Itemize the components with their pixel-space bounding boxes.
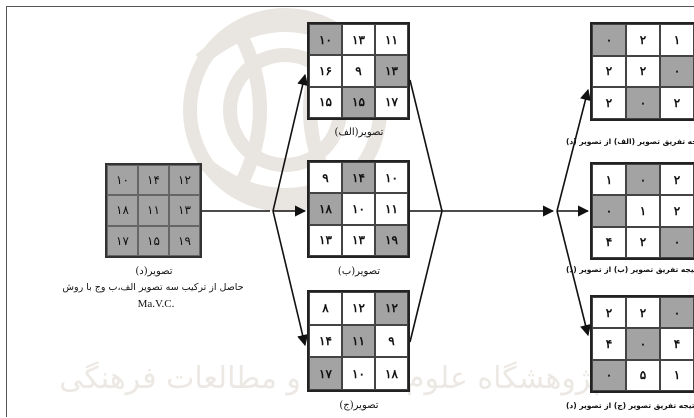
image-be-cell-r3c2: ۱۳ [342,224,375,256]
figure-frame [6,6,694,417]
image-jim-cell-r1c3: ۱۲ [375,292,408,325]
result-diff-be-cell-r2c2: ۱ [626,195,660,227]
result-diff-alef-cell-r2c1: ۲ [592,55,626,88]
result-diff-alef-cell-r1c3: ۱ [660,24,694,56]
result-diff-jim-cell-r1c3: ۰ [660,297,694,329]
result-diff-alef-cell-r3c3: ۲ [660,87,694,119]
image-be-cell-r1c1: ۹ [309,162,342,194]
result-diff-alef-cell-r1c2: ۲ [626,24,660,56]
image-be-cell-r2c1: ۱۸ [309,193,342,225]
image-be-cell-r1c2: ۱۴ [342,162,375,194]
image-alef-cell-r2c1: ۱۶ [309,55,342,87]
result-diff-be-cell-r2c3: ۲ [660,195,694,227]
result-diff-jim-cell-r1c2: ۲ [626,297,660,329]
image-jim-cell-r2c3: ۹ [375,324,408,358]
result-diff-jim-cell-r2c1: ۴ [592,328,626,360]
image-alef-cell-r1c2: ۱۳ [342,24,375,56]
source-cell-r2c1: ۱۸ [107,195,138,226]
image-be-cell-r2c2: ۱۰ [342,193,375,225]
result-diff-be-cell-r2c1: ۰ [592,195,626,227]
result-jim-caption: نتیجه تفریق تصویر (ج) از تصویر (د) [566,401,694,410]
method-label: Ma.V.C. [137,298,175,310]
source-cell-r1c3: ۱۲ [169,165,200,196]
result-diff-jim-cell-r2c3: ۴ [660,328,694,360]
result-diff-alef-cell-r2c3: ۰ [660,55,694,88]
image-alef-cell-r1c3: ۱۱ [375,24,408,56]
image-alef-cell-r2c3: ۱۳ [375,55,408,87]
result-diff-be-cell-r1c2: ۰ [626,164,660,196]
image-jim-cell-r1c2: ۱۲ [342,292,375,325]
image-be-cell-r3c1: ۱۳ [309,224,342,256]
result-diff-alef-cell-r3c1: ۲ [592,87,626,119]
result-diff-jim-cell-r1c1: ۲ [592,297,626,329]
image-alef-cell-r2c2: ۹ [342,55,375,87]
result-diff-jim-cell-r3c3: ۱ [660,359,694,391]
result-diff-jim-cell-r3c2: ۵ [626,359,660,391]
source-cell-r3c1: ۱۷ [107,225,138,256]
image-jim-cell-r3c1: ۱۷ [309,357,342,390]
image-jim-cell-r2c2: ۱۱ [342,324,375,358]
result-diff-alef-cell-r3c2: ۰ [626,87,660,119]
result-diff-jim-cell-r2c2: ۰ [626,328,660,360]
source-cell-r2c2: ۱۱ [138,195,169,226]
result-diff-jim-cell-r3c1: ۰ [592,359,626,391]
source-note: حاصل از ترکیب سه تصویر الف،ب وج با روش [62,282,244,293]
image-jim-cell-r2c1: ۱۴ [309,324,342,358]
image-be-cell-r3c3: ۱۹ [375,224,408,256]
image-be-cell-r2c3: ۱۱ [375,193,408,225]
result-diff-be-cell-r3c1: ۴ [592,226,626,258]
result-diff-be-cell-r1c3: ۲ [660,164,694,196]
result-diff-be-cell-r3c2: ۲ [626,226,660,258]
source-cell-r1c1: ۱۰ [107,165,138,196]
image-jim-caption: تصویر(ج) [339,400,379,411]
source-cell-r3c3: ۱۹ [169,225,200,256]
image-jim-cell-r3c2: ۱۰ [342,357,375,390]
result-diff-alef-cell-r2c2: ۲ [626,55,660,88]
image-alef-cell-r3c3: ۱۷ [375,86,408,118]
image-jim-cell-r3c3: ۱۸ [375,357,408,390]
result-diff-alef-cell-r1c1: ۰ [592,24,626,56]
result-diff-be-cell-r3c3: ۰ [660,226,694,258]
source-cell-r2c3: ۱۳ [169,195,200,226]
source-cell-r1c2: ۱۴ [138,165,169,196]
image-alef-cell-r1c1: ۱۰ [309,24,342,56]
result-alef-caption: نتیجه تفریق تصویر (الف) از تصویر (د) [566,137,694,146]
result-be-caption: نتیجه تفریق تصویر (ب) از تصویر (د) [566,265,694,274]
image-alef-caption: تصویر(الف) [334,127,384,138]
image-be-cell-r1c3: ۱۰ [375,162,408,194]
image-alef-cell-r3c1: ۱۵ [309,86,342,118]
source-cell-r3c2: ۱۵ [138,225,169,256]
image-alef-cell-r3c2: ۱۵ [342,86,375,118]
source-caption: تصویر(د) [135,266,173,277]
result-diff-be-cell-r1c1: ۱ [592,164,626,196]
image-jim-cell-r1c1: ۸ [309,292,342,325]
image-be-caption: تصویر(ب) [337,266,381,277]
